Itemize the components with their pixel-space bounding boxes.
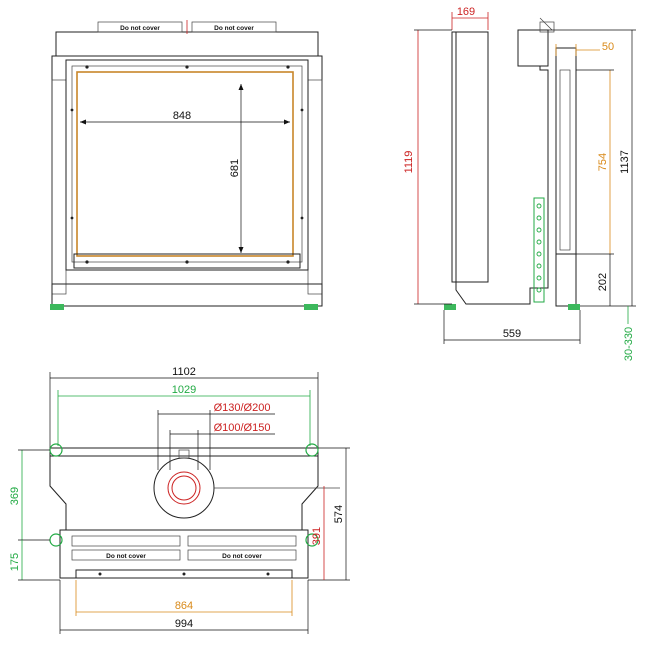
- front-glass: [76, 71, 294, 257]
- top-dim-flue-outer: Ø130/Ø200: [214, 402, 271, 414]
- top-dim-depth-total: 574: [333, 505, 345, 523]
- top-leg-back-right: [305, 443, 319, 457]
- side-dim-glass-height: 754: [597, 153, 609, 171]
- side-flue: [517, 29, 549, 67]
- side-foot-left: [444, 304, 456, 310]
- side-dim-depth: 559: [503, 328, 521, 340]
- top-plate-4: [187, 549, 297, 561]
- top-dim-glass-width: 864: [175, 600, 193, 612]
- side-dim-leg-range: 30-330: [623, 327, 635, 361]
- front-dim-height: 681: [229, 159, 241, 177]
- side-foot-right: [568, 304, 580, 310]
- top-do-not-cover-left: Do not cover: [106, 553, 146, 560]
- top-back-panel: [49, 447, 319, 457]
- side-dim-flange: 50: [602, 41, 614, 53]
- front-top-box: [55, 31, 319, 57]
- side-front-lower: [555, 253, 577, 307]
- top-leg-front-right: [305, 533, 319, 547]
- top-body: [49, 455, 319, 531]
- side-dim-total-height: 1137: [619, 150, 631, 174]
- front-frame: [65, 59, 309, 271]
- front-view: Do not cover Do not cover 848: [50, 20, 323, 310]
- top-view: 1102 1029 Ø130/Ø200 Ø100/Ø150 Do not cov…: [9, 366, 350, 634]
- side-bracket: [533, 197, 545, 303]
- top-do-not-cover-right: Do not cover: [222, 553, 262, 560]
- top-plate-1: [71, 535, 181, 547]
- side-view: 169 1119 50 754 1137 202 559 30-330: [403, 6, 636, 361]
- front-do-not-cover-left: Do not cover: [120, 25, 160, 32]
- front-label-plate-right: [191, 21, 277, 33]
- side-flue-top: [539, 21, 555, 33]
- side-front-glass: [559, 69, 571, 251]
- top-front-panel: [59, 529, 309, 579]
- top-dim-leg-span: 1029: [172, 384, 196, 396]
- top-plate-3: [71, 549, 181, 561]
- front-foot-right: [304, 304, 318, 310]
- top-leg-back-left: [49, 443, 63, 457]
- front-dim-width: 848: [173, 110, 191, 122]
- top-dim-body-width: 994: [175, 618, 193, 630]
- front-side-left: [51, 79, 67, 295]
- side-dim-inner-height: 1119: [403, 151, 415, 174]
- top-dim-overall-width: 1102: [172, 366, 196, 378]
- top-flue-mid: [167, 471, 201, 505]
- top-dim-depth-body: 391: [311, 527, 323, 545]
- front-base: [51, 283, 323, 307]
- front-foot-left: [50, 304, 64, 310]
- front-do-not-cover-right: Do not cover: [214, 25, 254, 32]
- top-plate-2: [187, 535, 297, 547]
- front-side-right: [307, 79, 323, 295]
- side-body-back: [451, 31, 489, 283]
- top-flue-stub: [178, 449, 190, 459]
- top-dim-flue-inner: Ø100/Ø150: [214, 422, 271, 434]
- top-dim-leg-depth: 369: [9, 487, 21, 505]
- top-flue-outer: [153, 457, 215, 519]
- top-front-base: [75, 569, 293, 579]
- top-dim-front-leg: 175: [9, 553, 21, 571]
- front-lower-panel: [73, 253, 301, 269]
- top-flue-inner: [171, 475, 197, 501]
- front-label-plate-left: [97, 21, 183, 33]
- side-dim-base-height: 202: [597, 273, 609, 291]
- side-front-frame: [555, 47, 577, 255]
- front-frame-inner: [71, 65, 303, 263]
- side-dim-top-offset: 169: [457, 6, 475, 18]
